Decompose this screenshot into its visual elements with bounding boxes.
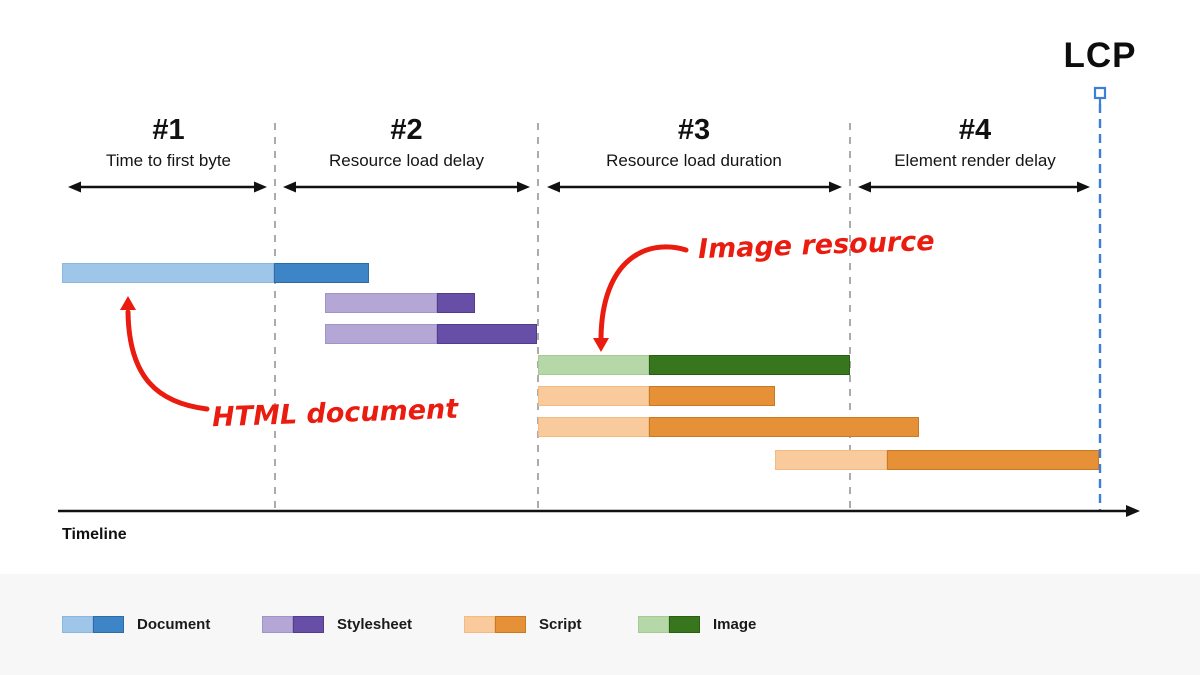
legend-swatch (638, 616, 700, 633)
phase-number: #1 (152, 114, 185, 146)
legend-label: Script (539, 616, 582, 633)
legend-band (0, 574, 1200, 675)
legend-swatch-light (638, 616, 669, 633)
bar-script-dark (887, 450, 1099, 470)
legend-label: Image (713, 616, 757, 633)
lcp-title: LCP (1063, 36, 1137, 75)
phase-number: #3 (677, 114, 711, 146)
legend-swatch (464, 616, 526, 633)
bar-script-light (538, 417, 649, 437)
bar-stylesheet-dark (437, 293, 475, 313)
legend-swatch (262, 616, 324, 633)
arrowhead-right-icon (1077, 181, 1090, 193)
bar-document-dark (274, 263, 369, 283)
arrowhead-left-icon (858, 181, 871, 193)
bar-stylesheet-dark (437, 324, 537, 344)
bar-stylesheet-light (325, 324, 437, 344)
phase-number: #4 (958, 114, 992, 146)
bar-stylesheet-light (325, 293, 437, 313)
arrowhead-right-icon (829, 181, 842, 193)
legend-item-image: Image (638, 616, 756, 633)
annotation-arrow (125, 309, 210, 412)
bar-script-light (775, 450, 887, 470)
legend-swatch-light (464, 616, 495, 633)
legend-swatch-light (62, 616, 93, 633)
legend-swatch-dark (669, 616, 700, 633)
legend-label: Stylesheet (337, 616, 413, 633)
bar-image-dark (649, 355, 850, 375)
legend-item-stylesheet: Stylesheet (262, 616, 412, 633)
legend-item-document: Document (62, 616, 210, 633)
arrowhead-left-icon (68, 181, 81, 193)
legend-swatch-dark (93, 616, 124, 633)
bar-script-light (538, 386, 649, 406)
bar-script-dark (649, 386, 775, 406)
phase-label: Resource load delay (329, 151, 484, 170)
phase-label: Element render delay (894, 151, 1056, 170)
annotation-arrow (598, 244, 689, 341)
timeline-label: Timeline (62, 526, 127, 543)
bar-image-light (538, 355, 649, 375)
legend-swatch-dark (495, 616, 526, 633)
legend-label: Document (137, 616, 211, 633)
phase-number: #2 (390, 114, 423, 146)
legend-swatch-light (262, 616, 293, 633)
annotation-arrowhead-icon (120, 296, 136, 310)
arrowhead-left-icon (547, 181, 560, 193)
arrowhead-right-icon (254, 181, 267, 193)
legend-swatch (62, 616, 124, 633)
arrowhead-left-icon (283, 181, 296, 193)
bar-document-light (62, 263, 274, 283)
bar-script-dark (649, 417, 919, 437)
legend-item-script: Script (464, 616, 582, 633)
arrowhead-right-icon (517, 181, 530, 193)
phase-label: Resource load duration (606, 151, 782, 170)
lcp-marker-icon (1093, 86, 1107, 100)
annotation-arrowhead-icon (593, 338, 609, 352)
legend-swatch-dark (293, 616, 324, 633)
phase-label: Time to first byte (105, 151, 231, 170)
timeline-arrowhead-icon (1126, 505, 1140, 517)
